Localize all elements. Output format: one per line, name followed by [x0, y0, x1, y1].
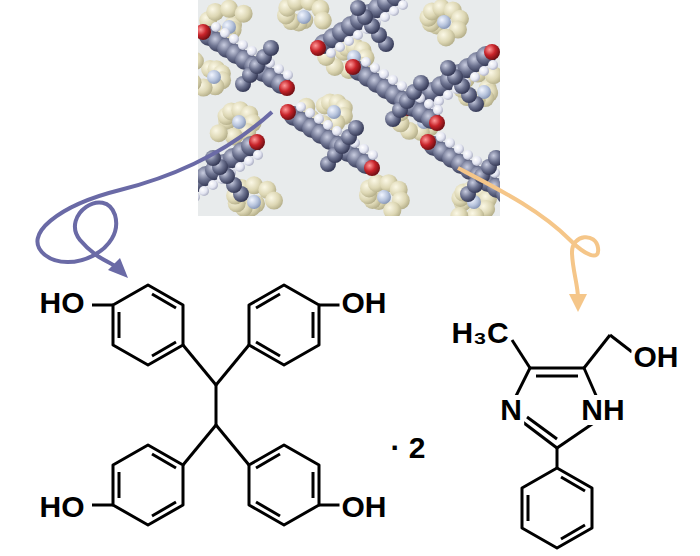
- pointer-arrow: [37, 112, 272, 268]
- atom: [388, 75, 398, 85]
- atom-label: OH: [632, 342, 681, 372]
- atom: [279, 80, 295, 96]
- atom: [370, 63, 380, 73]
- atom: [361, 57, 371, 67]
- atom: [253, 150, 263, 160]
- atom-label: HO: [38, 492, 87, 522]
- atom: [235, 162, 245, 172]
- atom: [398, 0, 408, 10]
- atom: [364, 160, 380, 176]
- atom: [420, 134, 436, 150]
- atom: [344, 36, 354, 46]
- atom: [470, 72, 480, 82]
- atom-label: N: [498, 395, 524, 425]
- atom: [379, 69, 389, 79]
- atom: [283, 70, 293, 80]
- atom: [424, 99, 434, 109]
- arrowhead: [108, 258, 128, 278]
- atom: [454, 144, 464, 154]
- arrowhead: [569, 294, 587, 312]
- atom: [499, 174, 500, 184]
- atom: [220, 28, 230, 38]
- atom: [440, 60, 456, 76]
- pointer-arrow: [458, 168, 598, 298]
- atom: [235, 5, 253, 23]
- crystal-packing: [198, 0, 500, 216]
- atom: [436, 132, 446, 142]
- atom-label: OH: [340, 288, 389, 318]
- atom: [314, 12, 332, 30]
- atom: [397, 81, 407, 91]
- atom: [238, 40, 248, 50]
- atom: [472, 156, 482, 166]
- crystal-image-ground: [198, 0, 500, 216]
- atom: [353, 30, 363, 40]
- atom: [210, 124, 228, 142]
- atom: [280, 104, 296, 120]
- atom: [413, 75, 429, 91]
- atom: [380, 12, 390, 22]
- atom: [429, 115, 445, 131]
- atom: [332, 126, 342, 136]
- atom: [244, 156, 254, 166]
- atom-label: NH: [579, 395, 626, 425]
- atom: [208, 180, 218, 190]
- atom: [445, 138, 455, 148]
- atom: [207, 70, 221, 84]
- atom-label: · 2: [388, 433, 427, 463]
- atom: [211, 22, 221, 32]
- atom: [327, 105, 341, 119]
- atom: [274, 64, 284, 74]
- atom: [198, 24, 211, 40]
- atom: [450, 207, 468, 216]
- atom: [368, 150, 378, 160]
- atom: [247, 46, 257, 56]
- atom: [488, 150, 500, 166]
- atom: [263, 40, 279, 56]
- atom: [345, 59, 361, 75]
- atom: [232, 115, 246, 129]
- atom: [437, 28, 455, 46]
- atom: [359, 144, 369, 154]
- atom: [335, 42, 345, 52]
- atom: [377, 190, 391, 204]
- atom-label: HO: [38, 288, 87, 318]
- atom: [389, 6, 399, 16]
- atom: [296, 102, 306, 112]
- atom: [437, 15, 451, 29]
- atom: [463, 150, 473, 160]
- atom: [488, 60, 498, 70]
- atom: [326, 48, 336, 58]
- atom: [433, 105, 443, 115]
- atom: [314, 114, 324, 124]
- atom: [199, 186, 209, 196]
- atom: [265, 192, 283, 210]
- atom: [434, 96, 444, 106]
- structure-bonds: [92, 285, 340, 525]
- atom-label: H₃C: [449, 318, 510, 348]
- atom: [247, 195, 261, 209]
- atom: [249, 134, 265, 150]
- atom: [305, 108, 315, 118]
- atom: [198, 52, 204, 70]
- atom: [198, 73, 202, 91]
- atom-label: OH: [340, 492, 389, 522]
- atom: [310, 40, 326, 56]
- atom: [479, 66, 489, 76]
- atom: [484, 44, 500, 60]
- structure-bonds: [512, 335, 632, 548]
- atom: [348, 120, 364, 136]
- atom: [229, 34, 239, 44]
- atom: [323, 120, 333, 130]
- atom: [350, 0, 366, 16]
- atom: [297, 10, 311, 24]
- atom: [443, 90, 453, 100]
